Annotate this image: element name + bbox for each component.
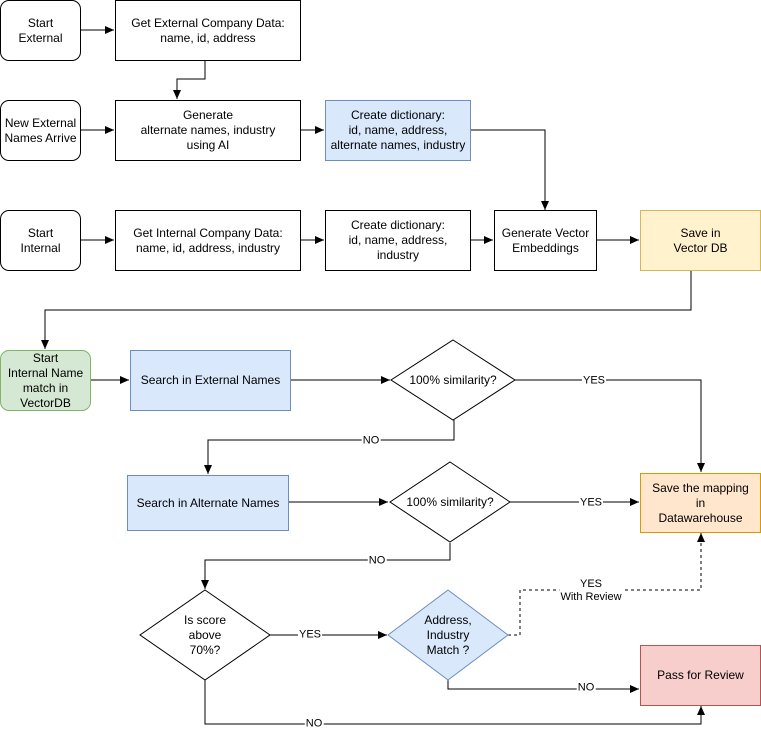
edge-similarity-2-no (201, 543, 451, 589)
edge-label-no-1: NO (361, 434, 381, 448)
edge-label-yes-with-review: YES With Review (559, 578, 623, 604)
start-internal-node: Start Internal (0, 210, 81, 271)
edge-get-external-to-generate (173, 61, 206, 99)
get-external-data-node: Get External Company Data: name, id, add… (115, 0, 301, 61)
start-external-node: Start External (0, 0, 81, 61)
generate-alternate-names-node: Generate alternate names, industry using… (115, 100, 301, 161)
edge-similarity-1-no (204, 420, 455, 474)
edge-save-to-start-match (41, 271, 692, 349)
edge-label-yes-1: YES (581, 374, 607, 388)
edge-label-no-2: NO (367, 554, 387, 568)
edge-address-no (447, 680, 639, 693)
get-internal-data-node: Get Internal Company Data: name, id, add… (115, 210, 301, 271)
decision-similarity-2-shape (389, 461, 511, 543)
save-vector-db-node: Save in Vector DB (640, 210, 761, 271)
start-internal-name-match-node: Start Internal Name match in VectorDB (0, 350, 91, 411)
new-external-names-node: New External Names Arrive (0, 100, 81, 161)
save-mapping-datawarehouse-node: Save the mapping in Datawarehouse (640, 473, 761, 533)
edge-label-yes-score: YES (297, 628, 323, 642)
edge-similarity-1-yes (515, 379, 705, 472)
decision-address-shape (387, 589, 509, 681)
edge-label-no-score: NO (304, 717, 324, 731)
decision-similarity-1-shape (390, 339, 516, 421)
search-alternate-names-node: Search in Alternate Names (127, 475, 289, 531)
create-dictionary-internal-node: Create dictionary: id, name, address, in… (325, 210, 471, 271)
edge-score-no (204, 680, 705, 725)
edge-dict-to-vectors (470, 129, 549, 210)
create-dictionary-external-node: Create dictionary: id, name, address, al… (325, 100, 471, 161)
generate-vector-embeddings-node: Generate Vector Embeddings (494, 210, 597, 271)
edge-label-no-address: NO (576, 681, 596, 695)
edge-label-yes-2: YES (578, 496, 604, 510)
pass-for-review-node: Pass for Review (640, 645, 761, 706)
decision-score-shape (139, 589, 271, 681)
edge-address-yes-review (508, 533, 705, 636)
search-external-names-node: Search in External Names (130, 350, 291, 411)
